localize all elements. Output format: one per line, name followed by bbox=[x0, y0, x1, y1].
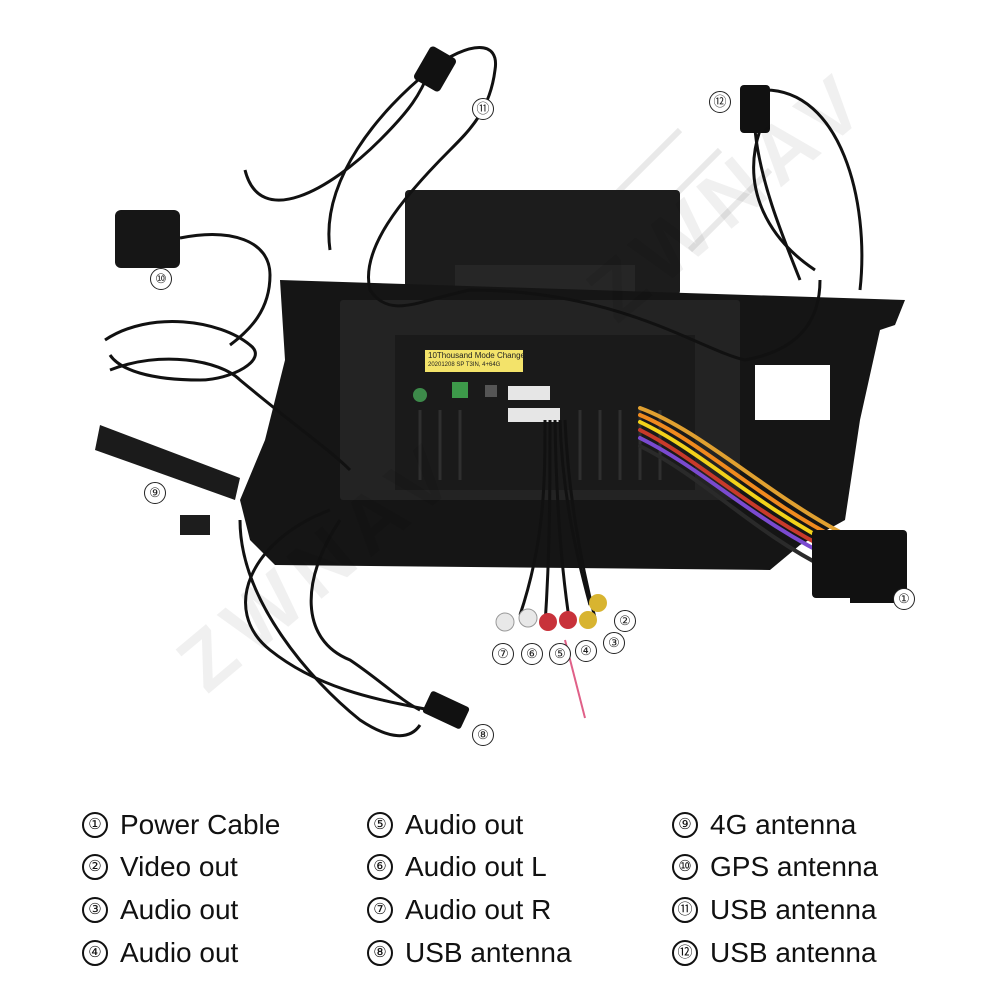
callout-12: ⑫ bbox=[709, 91, 731, 113]
legend-number: ⑨ bbox=[672, 812, 698, 838]
callout-1: ① bbox=[893, 588, 915, 610]
legend-number: ⑦ bbox=[367, 897, 393, 923]
legend-label: 4G antenna bbox=[710, 809, 857, 840]
legend-label: Video out bbox=[120, 851, 238, 882]
frame-window bbox=[755, 365, 830, 420]
legend-label: USB antenna bbox=[710, 894, 877, 925]
rca-plugs bbox=[495, 594, 607, 632]
usb-plug-11 bbox=[413, 46, 457, 92]
legend-item-8: ⑧ USB antenna bbox=[367, 933, 572, 973]
legend-number: ③ bbox=[82, 897, 108, 923]
gps-antenna-module bbox=[115, 210, 180, 268]
legend-number: ⑪ bbox=[672, 897, 698, 923]
legend-item-4: ④ Audio out bbox=[82, 933, 238, 973]
legend-item-1: ① Power Cable bbox=[82, 805, 280, 845]
legend-item-7: ⑦ Audio out R bbox=[367, 890, 551, 930]
legend-label: Power Cable bbox=[120, 809, 281, 840]
legend-number: ⑧ bbox=[367, 940, 393, 966]
callout-11: ⑪ bbox=[472, 98, 494, 120]
legend-item-9: ⑨ 4G antenna bbox=[672, 805, 856, 845]
legend-label: Audio out bbox=[405, 809, 524, 840]
legend-number: ② bbox=[82, 854, 108, 880]
legend: ① Power Cable ② Video out ③ Audio out ④ … bbox=[0, 800, 1000, 990]
connector-block-bottom bbox=[508, 408, 560, 422]
power-harness bbox=[638, 406, 842, 572]
legend-label: Audio out R bbox=[405, 894, 552, 925]
legend-number: ④ bbox=[82, 940, 108, 966]
callout-9: ⑨ bbox=[144, 482, 166, 504]
legend-item-6: ⑥ Audio out L bbox=[367, 847, 547, 887]
usb-plug-8 bbox=[422, 691, 470, 729]
legend-number: ⑫ bbox=[672, 940, 698, 966]
legend-label: Audio out L bbox=[405, 851, 547, 882]
callout-8: ⑧ bbox=[472, 724, 494, 746]
legend-item-3: ③ Audio out bbox=[82, 890, 238, 930]
callout-7: ⑦ bbox=[492, 643, 514, 665]
legend-label: USB antenna bbox=[405, 937, 572, 968]
legend-item-10: ⑩ GPS antenna bbox=[672, 847, 878, 887]
callout-10: ⑩ bbox=[150, 268, 172, 290]
product-photo bbox=[95, 46, 907, 738]
legend-item-2: ② Video out bbox=[82, 847, 238, 887]
legend-number: ⑩ bbox=[672, 854, 698, 880]
usb-cable-8 bbox=[238, 508, 431, 738]
legend-item-11: ⑪ USB antenna bbox=[672, 890, 877, 930]
callout-3: ③ bbox=[603, 632, 625, 654]
sticker-title: 10Thousand Mode Change bbox=[428, 351, 525, 360]
connector-block-top bbox=[508, 386, 550, 400]
legend-label: USB antenna bbox=[710, 937, 877, 968]
legend-label: Audio out bbox=[120, 937, 239, 968]
usb-cable-12 bbox=[752, 88, 864, 291]
legend-number: ⑤ bbox=[367, 812, 393, 838]
legend-label: GPS antenna bbox=[710, 851, 879, 882]
legend-number: ⑥ bbox=[367, 854, 393, 880]
gps-cable bbox=[104, 233, 352, 472]
rca-cables bbox=[518, 419, 597, 626]
usb-plug-12 bbox=[740, 85, 770, 133]
sticker-subtitle: 20201208 SP T3IN, 4+64G bbox=[428, 362, 501, 368]
legend-label: Audio out bbox=[120, 894, 239, 925]
legend-number: ① bbox=[82, 812, 108, 838]
4g-antenna-stick bbox=[95, 425, 240, 500]
callout-6: ⑥ bbox=[521, 643, 543, 665]
callout-5: ⑤ bbox=[549, 643, 571, 665]
legend-item-5: ⑤ Audio out bbox=[367, 805, 523, 845]
power-connector bbox=[812, 530, 907, 598]
callout-2: ② bbox=[614, 610, 636, 632]
spec-sticker bbox=[425, 350, 523, 372]
legend-item-12: ⑫ USB antenna bbox=[672, 933, 877, 973]
callout-4: ④ bbox=[575, 640, 597, 662]
